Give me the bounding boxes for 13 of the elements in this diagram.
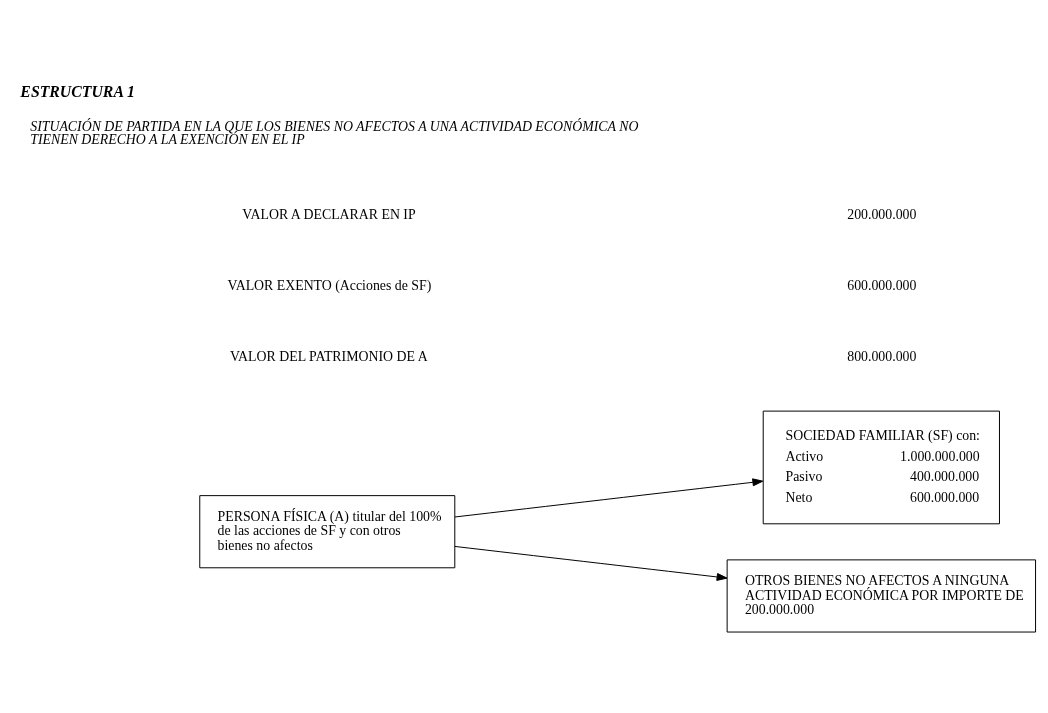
label: VALOR DEL PATRIMONIO DE A — [229, 349, 428, 365]
label: 600.000.000 — [847, 278, 917, 294]
node-box: PERSONA FÍSICA (A) titular del 100% de las acciones de SF y con otros bienes no afectos — [199, 495, 456, 569]
node-box: SOCIEDAD FAMILIAR (SF) con: Activo 1.000.000.000 Pasivo 400.000.000 Neto 600.000.000 — [762, 410, 1000, 525]
node-box: OTROS BIENES NO AFECTOS A NINGUNA ACTIVIDAD ECONÓMICA POR IMPORTE DE 200.000.000 — [726, 559, 1037, 633]
label: VALOR A DECLARAR EN IP — [242, 207, 416, 223]
label: SITUACIÓN DE PARTIDA EN LA QUE LOS BIENES NO AFECTOS A UNA ACTIVIDAD ECONÓMICA NO TIENEN DERECHO A LA EXENCIÓN EN EL IP — [30, 118, 639, 148]
label: VALOR EXENTO (Acciones de SF) — [227, 278, 432, 294]
label: 800.000.000 — [847, 349, 917, 365]
label: 200.000.000 — [847, 207, 917, 223]
diagram-title: ESTRUCTURA 1 — [20, 82, 135, 100]
arrow — [454, 545, 728, 581]
arrow — [454, 478, 764, 518]
